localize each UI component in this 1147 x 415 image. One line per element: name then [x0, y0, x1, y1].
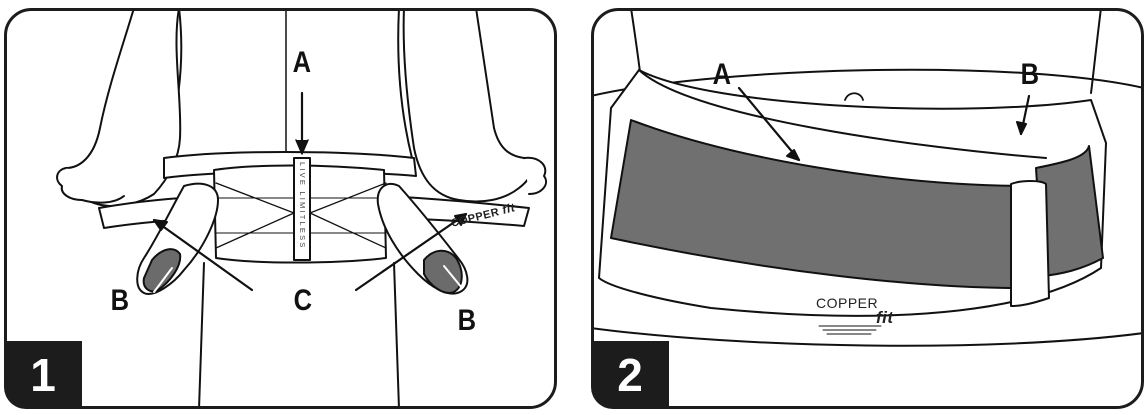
right-hand	[523, 156, 548, 195]
arrow-a-line	[737, 86, 801, 162]
panel-1-frame	[4, 8, 557, 409]
label-a: A	[712, 58, 732, 91]
arrow-b-right	[443, 265, 463, 289]
arrow-c-left-head	[153, 219, 168, 231]
brand-swoosh	[818, 325, 882, 335]
panel-2-brand: COPPER	[816, 295, 878, 311]
arrow-a-head	[295, 139, 309, 155]
panel-2: COPPER fit A B 2	[591, 8, 1144, 409]
belt-fastening-tab	[1010, 180, 1050, 307]
belt-waist-top	[638, 69, 1047, 159]
center-stripe	[293, 157, 311, 261]
left-tab-grip	[142, 248, 182, 293]
right-tab-grip	[423, 249, 463, 294]
label-b-right: B	[457, 304, 477, 337]
lumbar-stitch-h	[215, 197, 387, 234]
arrow-b-head	[1016, 121, 1027, 135]
brand-word: COPPER	[816, 295, 879, 311]
belt-slogan: LIVE LIMITLESS	[298, 162, 307, 250]
panel-1-illustration	[4, 8, 557, 409]
arrow-b-left	[153, 267, 173, 293]
lower-body	[198, 262, 400, 408]
label-a: A	[292, 46, 312, 79]
arrow-c-left	[152, 218, 254, 292]
step-number-1: 1	[4, 341, 82, 409]
label-c: C	[293, 284, 313, 317]
arrow-c-right-head	[454, 213, 467, 226]
step-number-2: 2	[591, 341, 669, 409]
belt-right-strap	[1035, 145, 1104, 277]
right-arm	[402, 9, 533, 203]
panel-1: LIVE LIMITLESS COPPER fit A B C B 1	[4, 8, 557, 409]
torso-outline-right	[397, 9, 413, 159]
torso-side-right	[1090, 9, 1102, 94]
label-b-left: B	[110, 284, 130, 317]
arrow-c-right	[354, 212, 468, 292]
navel	[844, 92, 864, 101]
label-b: B	[1020, 58, 1040, 91]
left-arm	[63, 9, 182, 207]
panel-2-brand-fit: fit	[876, 308, 894, 327]
arrow-a-head	[786, 149, 800, 161]
lower-body-line	[592, 327, 1143, 347]
panel-2-frame	[591, 8, 1144, 409]
panel-2-illustration	[591, 8, 1144, 409]
left-hand	[56, 167, 125, 204]
